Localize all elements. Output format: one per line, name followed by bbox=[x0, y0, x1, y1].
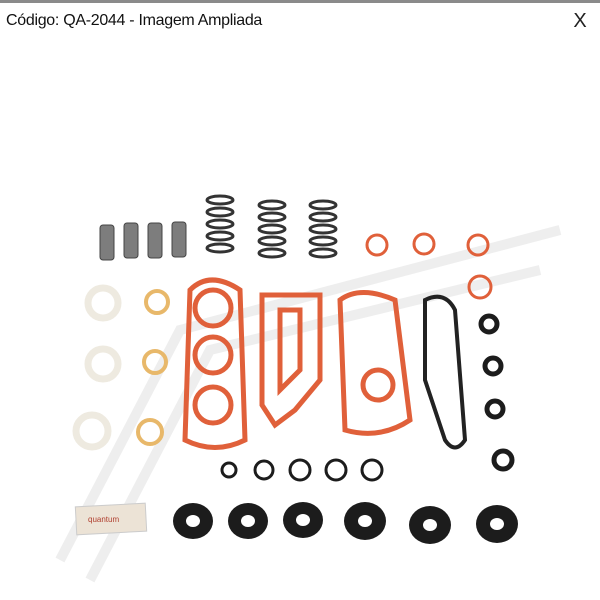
black-o-rings-row bbox=[220, 458, 384, 482]
dialog-title: Código: QA-2044 - Imagem Ampliada bbox=[6, 12, 263, 29]
white-rings bbox=[72, 284, 122, 451]
black-gasket bbox=[423, 294, 468, 450]
product-image: quantum bbox=[55, 194, 562, 583]
valve-pins bbox=[99, 221, 187, 261]
orange-gasket-right bbox=[337, 290, 413, 436]
close-button[interactable]: X bbox=[573, 10, 587, 32]
grease-package: quantum bbox=[74, 502, 148, 536]
orange-gasket-triple bbox=[182, 277, 248, 450]
window-top-border bbox=[0, 0, 600, 3]
springs bbox=[205, 194, 338, 259]
svg-text:quantum: quantum bbox=[88, 515, 119, 524]
orange-gasket-middle bbox=[259, 292, 323, 429]
orange-o-rings bbox=[365, 232, 493, 300]
large-black-seals bbox=[173, 502, 518, 544]
amber-rings bbox=[136, 289, 170, 446]
black-o-rings-right bbox=[478, 313, 515, 472]
